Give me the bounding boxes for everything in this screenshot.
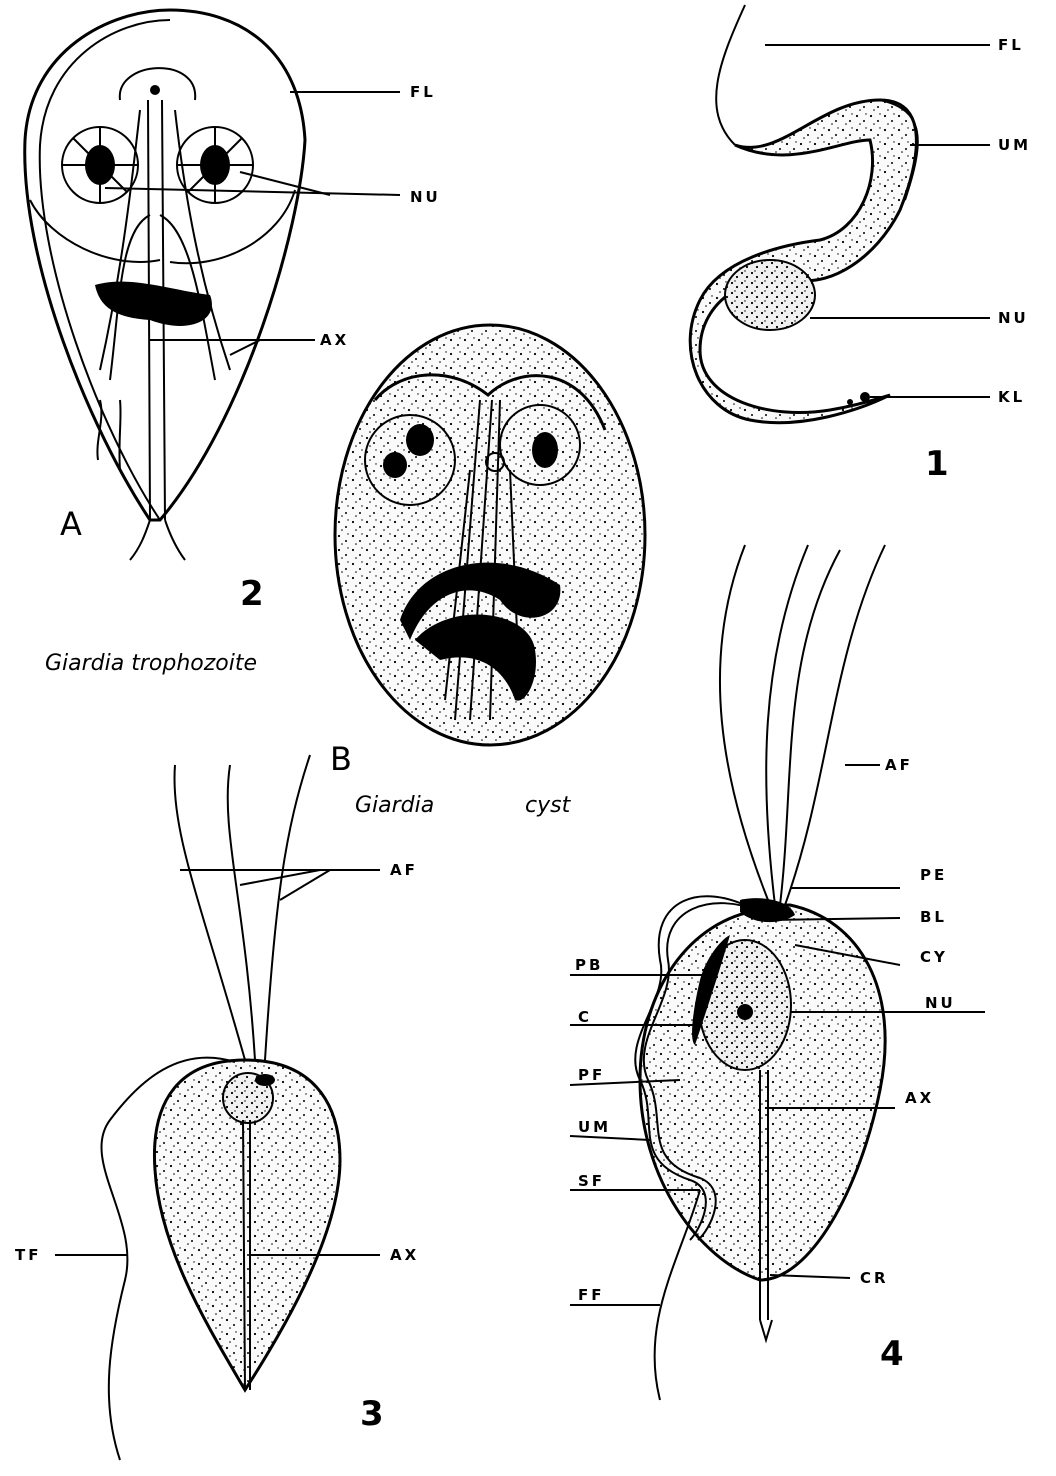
fig4-label-cr: CR bbox=[860, 1269, 889, 1287]
fig4-label-um: UM bbox=[578, 1118, 611, 1136]
fig4-label-bl: BL bbox=[920, 908, 947, 926]
fig1-label-um: UM bbox=[998, 136, 1031, 154]
fig1-label-nu: NU bbox=[998, 309, 1029, 327]
fig1-number: 1 bbox=[925, 444, 949, 484]
fig3-number: 3 bbox=[360, 1394, 384, 1434]
fig4-label-af: AF bbox=[885, 756, 913, 774]
fig4-number: 4 bbox=[880, 1334, 904, 1374]
fig2-number: 2 bbox=[240, 574, 264, 614]
fig4-label-c: C bbox=[578, 1008, 592, 1026]
fig4-label-pb: PB bbox=[575, 956, 603, 974]
fig4-label-cy: CY bbox=[920, 948, 948, 966]
giardia-cyst-drawing bbox=[335, 325, 645, 745]
fig1-label-kl: KL bbox=[998, 388, 1025, 406]
fig2-caption-b-genus: Giardia bbox=[355, 793, 434, 818]
trichomonas-drawing bbox=[570, 545, 985, 1400]
fig4-label-pf: PF bbox=[578, 1066, 605, 1084]
fig3-label-tf: TF bbox=[15, 1246, 41, 1264]
fig2-label-fl: FL bbox=[410, 83, 436, 101]
fig2-caption-b-stage: cyst bbox=[525, 793, 572, 818]
trypanosome-drawing bbox=[690, 5, 990, 423]
fig4-label-sf: SF bbox=[578, 1172, 605, 1190]
trophozoite-nucleus-left bbox=[62, 127, 138, 203]
fig2-part-b: B bbox=[330, 740, 352, 778]
fig2-caption-a: Giardia trophozoite bbox=[45, 651, 257, 676]
fig4-label-ff: FF bbox=[578, 1286, 605, 1304]
flagellate-drawing-3 bbox=[55, 755, 380, 1460]
fig2-label-nu: NU bbox=[410, 188, 441, 206]
fig2-label-ax: AX bbox=[320, 331, 349, 349]
fig1-label-fl: FL bbox=[998, 36, 1024, 54]
fig4-label-pe: PE bbox=[920, 866, 947, 884]
fig4-label-ax: AX bbox=[905, 1089, 934, 1107]
fig2-part-a: A bbox=[60, 505, 82, 543]
fig3-label-af: AF bbox=[390, 861, 418, 879]
fig3-label-ax: AX bbox=[390, 1246, 419, 1264]
fig4-label-nu: NU bbox=[925, 994, 956, 1012]
